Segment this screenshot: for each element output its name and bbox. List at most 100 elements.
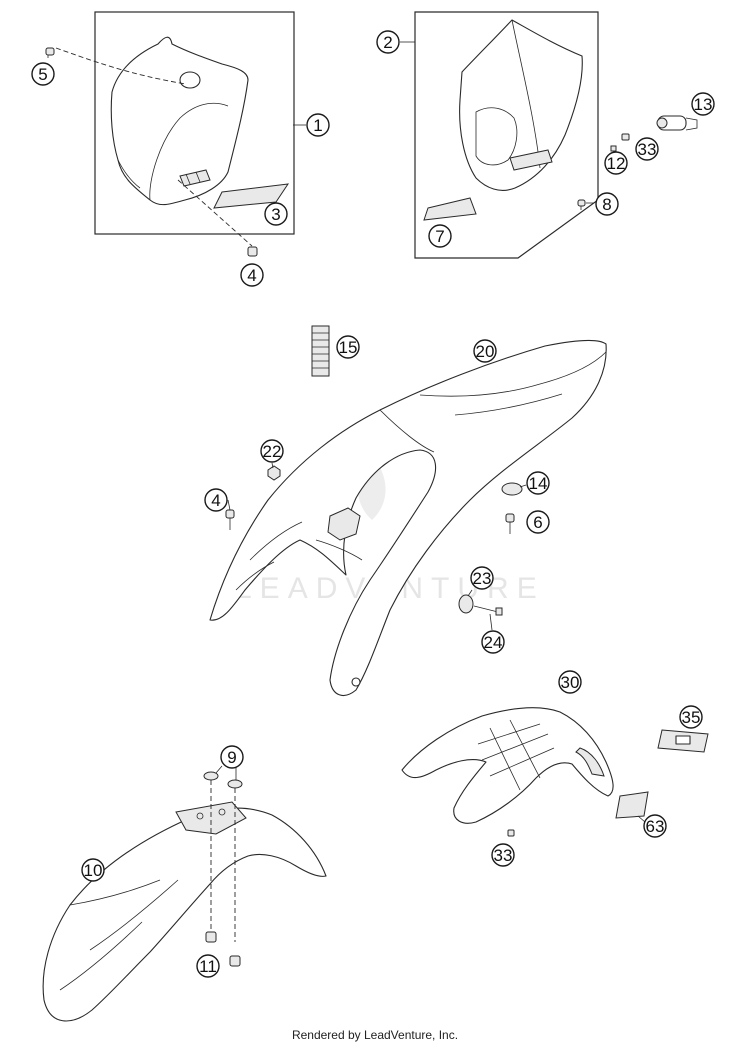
callout-ring (220, 745, 244, 769)
fender-mount-block (327, 507, 361, 541)
decal-63 (615, 791, 649, 819)
screw-4-top (247, 246, 258, 257)
mudflap-side (575, 747, 605, 777)
callout-ring (473, 339, 497, 363)
callout-number: 5 (38, 65, 47, 84)
mudflap-30 (401, 707, 614, 824)
callout-63: 63 (643, 814, 667, 838)
callout-33: 33 (635, 137, 659, 161)
callout-30: 30 (558, 670, 582, 694)
callout-number: 13 (694, 95, 713, 114)
decal-7 (423, 197, 477, 221)
reflector-holder-35 (657, 729, 709, 753)
callout-number: 12 (607, 154, 626, 173)
callout-number: 7 (435, 227, 444, 246)
callout-number: 14 (529, 474, 548, 493)
group-headlight-mask-2 (400, 11, 599, 259)
callout-number: 20 (476, 342, 495, 361)
callout-4: 4 (240, 263, 264, 287)
callout-22: 22 (260, 439, 284, 463)
callout-number: 24 (484, 633, 503, 652)
bolt-6 (505, 513, 515, 534)
callout-11: 11 (196, 954, 220, 978)
mask-2-bracket (509, 149, 553, 171)
callout-33: 33 (491, 843, 515, 867)
callout-ring (31, 62, 55, 86)
callout-9: 9 (220, 745, 244, 769)
screw-33-bottom (507, 829, 515, 837)
callout-2: 2 (376, 30, 400, 54)
callout-ring (491, 843, 515, 867)
small-parts-12-13-33 (610, 115, 698, 152)
callout-ring (526, 471, 550, 495)
callout-3: 3 (264, 202, 288, 226)
callout-6: 6 (526, 510, 550, 534)
callout-number: 33 (638, 140, 657, 159)
screw-4-rear (225, 509, 235, 530)
bolt-11 (205, 931, 241, 967)
callout-24: 24 (481, 630, 505, 654)
callout-1: 1 (306, 113, 330, 137)
front-fender-10 (42, 801, 327, 1022)
callout-number: 35 (682, 708, 701, 727)
callout-number: 8 (602, 195, 611, 214)
callout-number: 1 (313, 116, 322, 135)
group-headlight-mask-1 (45, 11, 306, 257)
callout-ring (240, 263, 264, 287)
callout-number: 4 (247, 266, 256, 285)
screw-33-top (621, 133, 630, 141)
callout-14: 14 (526, 471, 550, 495)
callout-ring (306, 113, 330, 137)
callout-ring (635, 137, 659, 161)
nut-12 (610, 145, 617, 152)
callout-ring (526, 510, 550, 534)
callout-number: 4 (211, 491, 220, 510)
callout-ring (481, 630, 505, 654)
callout-23: 23 (470, 566, 494, 590)
screw-5 (45, 47, 55, 58)
callout-ring (81, 858, 105, 882)
callout-4: 4 (204, 488, 228, 512)
callout-ring (604, 151, 628, 175)
callout-number: 23 (473, 569, 492, 588)
decal-3 (213, 183, 290, 209)
callout-5: 5 (31, 62, 55, 86)
cable-holder-13 (656, 115, 698, 131)
headlight-mask-1 (110, 36, 249, 206)
callout-ring (428, 224, 452, 248)
fender-hole (351, 677, 361, 687)
grommet-14 (501, 482, 523, 496)
callout-number: 9 (227, 748, 236, 767)
air-filter-15 (311, 325, 330, 377)
callout-ring (336, 335, 360, 359)
callout-number: 30 (561, 673, 580, 692)
bolt-24 (473, 605, 503, 616)
callout-number: 15 (339, 338, 358, 357)
callout-number: 63 (646, 817, 665, 836)
callout-ring (260, 439, 284, 463)
callout-35: 35 (679, 705, 703, 729)
callout-number: 2 (383, 33, 392, 52)
callout-number: 22 (263, 442, 282, 461)
screw-8 (577, 199, 586, 210)
callout-number: 10 (84, 861, 103, 880)
nut-22 (267, 465, 281, 481)
callout-number: 6 (533, 513, 542, 532)
callout-number: 3 (271, 205, 280, 224)
washer-9 (203, 771, 243, 789)
callout-13: 13 (691, 92, 715, 116)
callout-ring (679, 705, 703, 729)
fender-mount-plate (175, 801, 247, 835)
callout-7: 7 (428, 224, 452, 248)
callout-ring (595, 192, 619, 216)
mask-bracket (179, 169, 211, 187)
mask-mount-hole (179, 71, 201, 89)
group-frame-1 (94, 11, 295, 235)
callout-ring (196, 954, 220, 978)
callout-ring (204, 488, 228, 512)
callout-ring (691, 92, 715, 116)
callout-number: 11 (199, 957, 217, 976)
callout-ring (643, 814, 667, 838)
